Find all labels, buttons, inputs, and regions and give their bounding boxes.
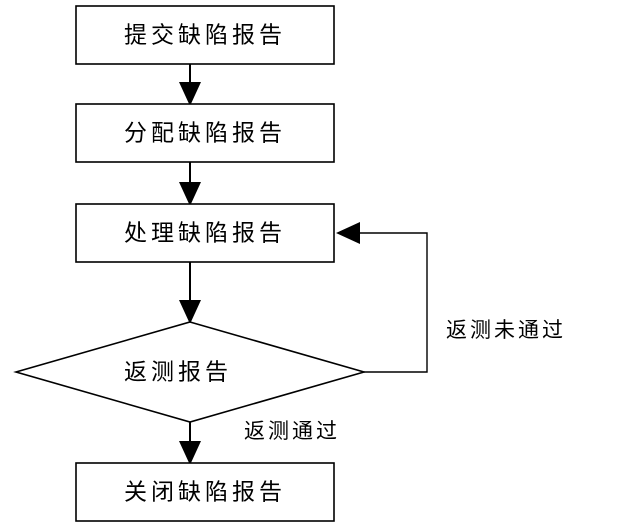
step-submit-label: 提交缺陷报告 <box>124 23 286 49</box>
decision-retest-label: 返测报告 <box>124 360 232 386</box>
arrow-retest-fail-loop <box>336 222 428 373</box>
step-close-box: 关闭缺陷报告 <box>75 462 335 522</box>
step-handle-label: 处理缺陷报告 <box>124 221 286 247</box>
step-assign-box: 分配缺陷报告 <box>75 103 335 163</box>
step-submit-box: 提交缺陷报告 <box>75 5 335 65</box>
step-handle-box: 处理缺陷报告 <box>75 203 335 263</box>
step-assign-label: 分配缺陷报告 <box>124 121 286 147</box>
decision-retest-diamond: 返测报告 <box>13 321 367 423</box>
branch-pass-label: 返测通过 <box>244 419 340 443</box>
step-close-label: 关闭缺陷报告 <box>124 480 286 506</box>
branch-fail-label: 返测未通过 <box>446 318 566 342</box>
